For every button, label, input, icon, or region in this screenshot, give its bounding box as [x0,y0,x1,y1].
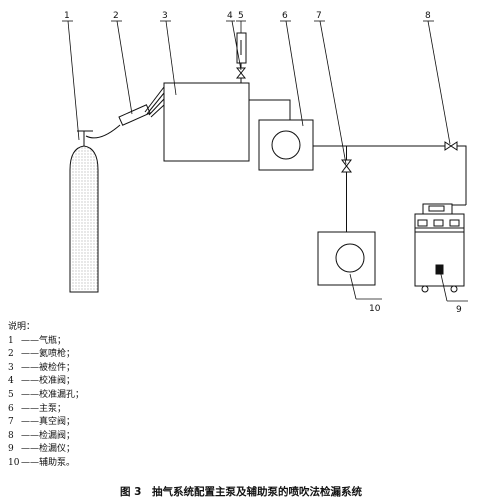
legend-item-number: 6 [8,403,14,414]
legend-item-dash: —— [21,335,39,346]
test-piece [163,82,250,162]
legend-item: 5 ——校准漏孔； [8,389,84,403]
legend-item: 1 ——气瓶； [8,335,84,349]
legend-item-number: 10 [8,457,20,468]
leak-detection-diagram: 1 2 3 4 5 6 7 8 9 10 [62,11,468,315]
legend-item-text: 检漏仪； [39,444,76,455]
legend-item-dash: —— [21,417,39,428]
legend-item-dash: —— [21,349,39,360]
legend-item: 7 ——真空阀； [8,416,84,430]
vacuum-valve [341,146,352,232]
legend-item-dash: —— [21,444,39,455]
figure-caption: 图 3 抽气系统配置主泵及辅助泵的喷吹法检漏系统 [120,486,362,498]
leak-detection-valve [444,141,458,151]
legend-item-text: 校准阀； [39,376,76,387]
callout-4: 4 [227,11,233,21]
callout-9: 9 [456,305,462,315]
legend-item: 8 ——检漏阀； [8,430,84,444]
legend-item-number: 3 [8,362,14,373]
legend-item-number: 8 [8,430,14,441]
legend-item-text: 校准漏孔； [39,389,85,400]
legend-item-text: 真空阀； [39,417,76,428]
callout-5: 5 [238,11,244,21]
callout-7: 7 [316,11,322,21]
helium-spray-gun [85,86,165,139]
legend-item-number: 4 [8,376,14,387]
legend-item-number: 1 [8,335,14,346]
callout-6: 6 [282,11,288,21]
legend-item-number: 5 [8,389,14,400]
callout-2: 2 [113,11,119,21]
callout-3: 3 [162,11,168,21]
leader-lines [62,20,468,302]
legend-item-number: 7 [8,417,14,428]
calibration-valve [235,63,247,83]
legend-item-number: 9 [8,444,14,455]
legend-item: 10——辅助泵。 [8,457,84,471]
legend-item-dash: —— [21,389,39,400]
legend-item-dash: —— [21,403,39,414]
legend-item: 4 ——校准阀； [8,375,84,389]
main-pipe [313,145,467,205]
callout-8: 8 [425,11,431,21]
legend-item-dash: —— [21,362,39,373]
gas-cylinder [69,130,99,293]
legend-item-text: 检漏阀； [39,430,76,441]
pipe-test-piece-to-main-pump [249,99,291,120]
legend-item: 6 ——主泵； [8,403,84,417]
legend: 说明： 1——气瓶；2——氦喷枪；3——被检件；4——校准阀；5——校准漏孔；6… [8,321,84,471]
legend-items: 1——气瓶；2——氦喷枪；3——被检件；4——校准阀；5——校准漏孔；6——主泵… [8,335,84,471]
callout-10: 10 [369,304,381,314]
legend-title: 说明： [8,322,36,332]
legend-item-text: 气瓶； [39,335,67,346]
legend-item-dash: —— [21,457,39,468]
legend-item-text: 辅助泵。 [39,457,76,468]
leak-detector [414,203,465,293]
legend-item-dash: —— [21,430,39,441]
auxiliary-pump [317,231,376,286]
legend-item: 3 ——被检件； [8,362,84,376]
legend-item-text: 被检件； [39,362,76,373]
legend-item-text: 氦喷枪； [39,349,76,360]
legend-item-dash: —— [21,376,39,387]
legend-item: 2 ——氦喷枪； [8,348,84,362]
legend-item-number: 2 [8,349,14,360]
legend-item-text: 主泵； [39,403,67,414]
legend-item: 9 ——检漏仪； [8,443,84,457]
callout-1: 1 [64,11,70,21]
main-pump [258,119,314,171]
